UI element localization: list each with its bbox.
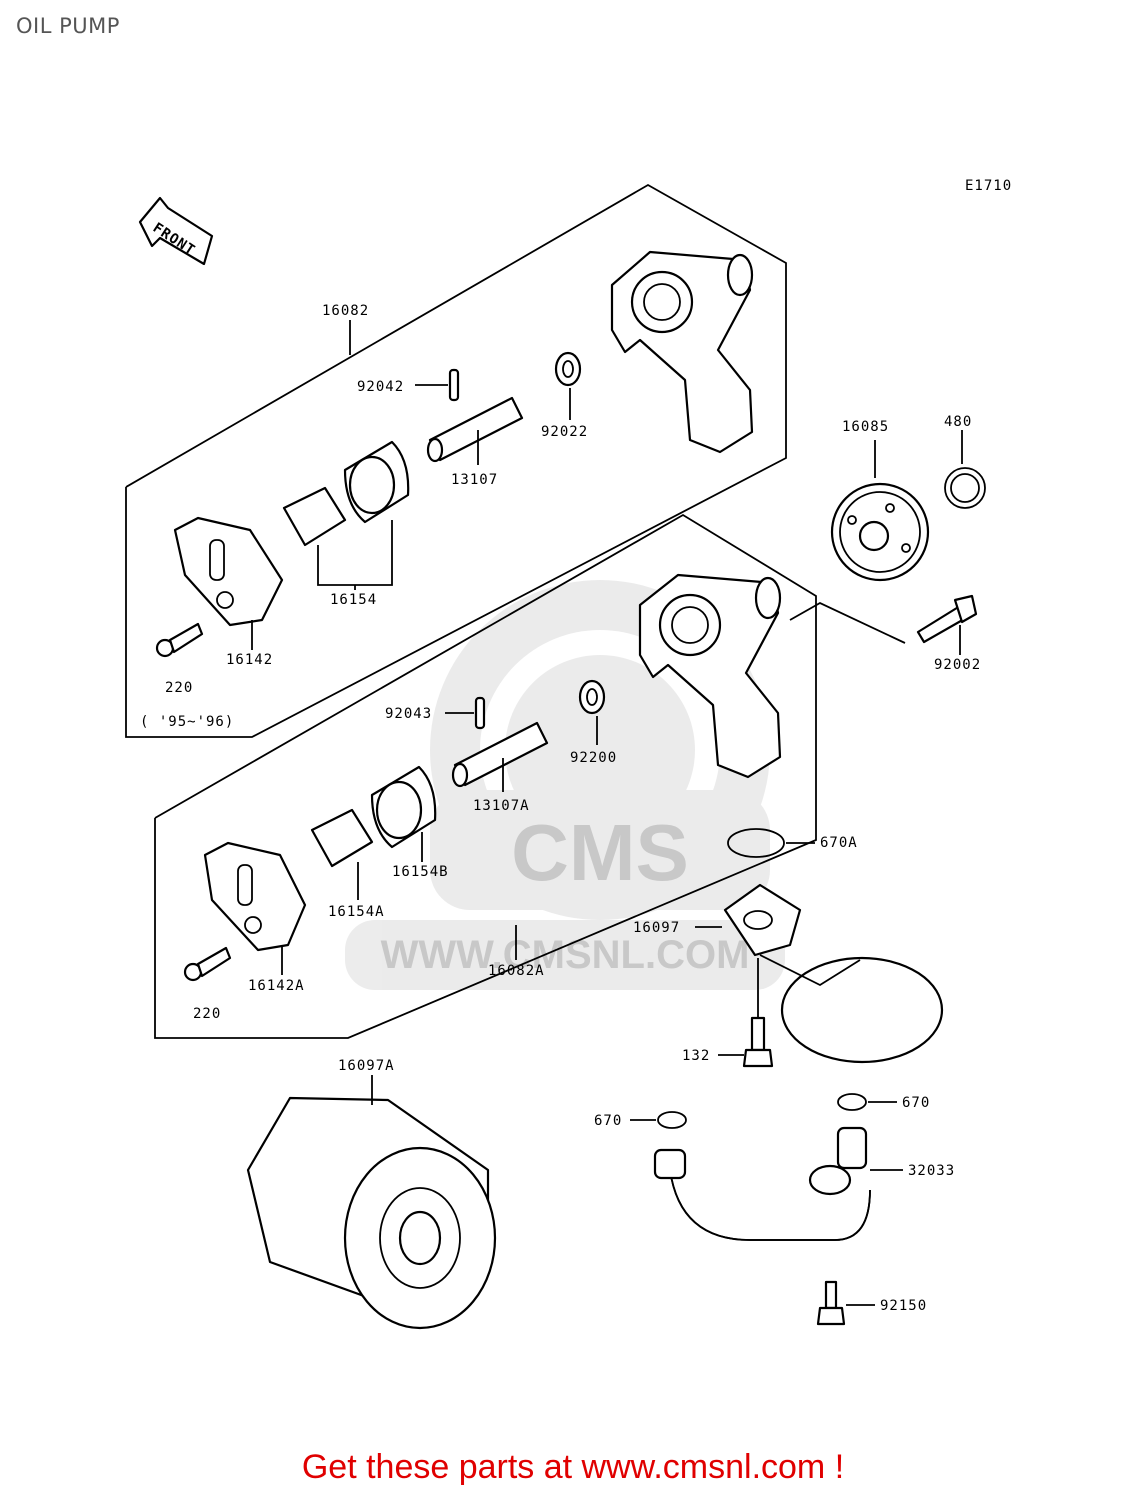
assembly-frame-16082 [125, 183, 787, 738]
screw-220-upper [155, 622, 204, 658]
label-16142: 16142 [226, 652, 273, 668]
label-670-left: 670 [594, 1113, 622, 1129]
washer-92200 [578, 679, 606, 715]
label-92022: 92022 [541, 424, 588, 440]
circlip-480 [944, 467, 986, 509]
label-16097A: 16097A [338, 1058, 395, 1074]
label-92200: 92200 [570, 750, 617, 766]
label-16082A: 16082A [488, 963, 545, 979]
label-13107A: 13107A [473, 798, 530, 814]
front-arrow-icon: FRONT [138, 196, 214, 266]
screw-220-lower [183, 946, 232, 982]
pin-92043 [474, 696, 486, 730]
outer-rotor-16154 [343, 440, 410, 524]
pump-body-upper [610, 250, 754, 454]
label-16085: 16085 [842, 419, 889, 435]
shaft-13107A [451, 721, 549, 788]
page-title: OIL PUMP [16, 14, 120, 38]
label-670A: 670A [820, 835, 858, 851]
watermark-brand: CMS [511, 808, 689, 897]
label-92042: 92042 [357, 379, 404, 395]
bolt-92002 [916, 594, 978, 644]
label-220-lower: 220 [193, 1006, 221, 1022]
label-480: 480 [944, 414, 972, 430]
label-220-upper: 220 [165, 680, 193, 696]
oil-strainer-16097 [723, 883, 944, 1064]
bolt-132 [742, 1016, 774, 1068]
bolt-92150 [816, 1280, 846, 1326]
pin-92042 [448, 368, 460, 402]
outer-rotor-16154B [370, 765, 437, 849]
label-132: 132 [682, 1048, 710, 1064]
diagram-code: E1710 [965, 178, 1012, 194]
label-years-note: ( '95~'96) [140, 714, 234, 730]
oring-670-left [657, 1111, 687, 1129]
washer-92022 [554, 351, 582, 387]
assembly-frame-16082A [154, 513, 817, 1039]
footer-shop-link[interactable]: Get these parts at www.cmsnl.com ! [301, 1448, 845, 1486]
inner-rotor-16154A [310, 808, 374, 868]
label-16142A: 16142A [248, 978, 305, 994]
pump-body-lower [638, 573, 782, 779]
label-32033: 32033 [908, 1163, 955, 1179]
label-16097: 16097 [633, 920, 680, 936]
oil-pump-diagram: CMS WWW.CMSNL.COM E1710 FRONT [125, 178, 1012, 1330]
label-16154: 16154 [330, 592, 377, 608]
shaft-13107 [426, 396, 524, 463]
label-92043: 92043 [385, 706, 432, 722]
label-16154B: 16154B [392, 864, 449, 880]
oil-pipe-32033 [653, 1126, 871, 1241]
label-92150: 92150 [880, 1298, 927, 1314]
watermark-url: WWW.CMSNL.COM [381, 933, 750, 977]
pump-cover-16142A [203, 841, 307, 952]
oil-filter-16097A [246, 1096, 497, 1330]
label-670-right: 670 [902, 1095, 930, 1111]
oring-670A [727, 828, 785, 858]
gear-16085 [830, 482, 930, 582]
label-16082: 16082 [322, 303, 369, 319]
label-92002: 92002 [934, 657, 981, 673]
inner-rotor-16154 [282, 486, 347, 547]
label-16154A: 16154A [328, 904, 385, 920]
oring-670-right [837, 1093, 867, 1111]
label-13107: 13107 [451, 472, 498, 488]
pump-cover-16142 [173, 516, 284, 627]
